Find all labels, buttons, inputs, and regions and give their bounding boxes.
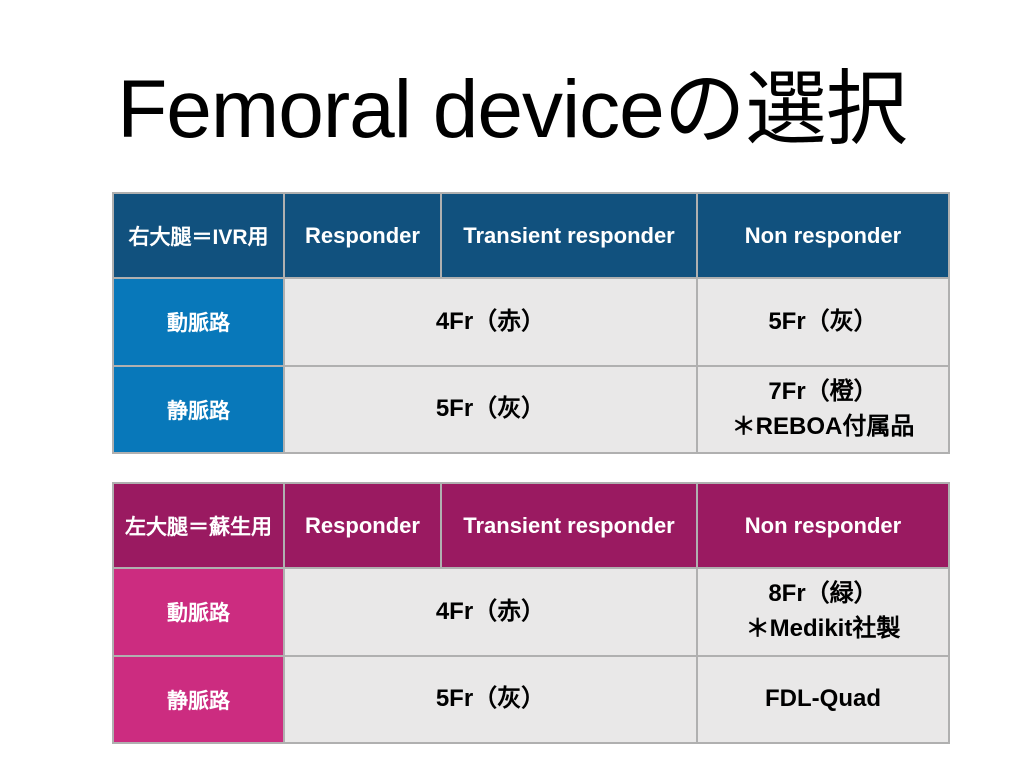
table-row-arterial: 動脈路 4Fr（赤） 8Fr（緑） ＊Medikit社製 (112, 567, 950, 657)
header-cell-category: 右大腿＝IVR用 (112, 192, 285, 279)
table-header-row: 左大腿＝蘇生用 Responder Transient responder No… (112, 482, 950, 569)
table-row-venous: 静脈路 5Fr（灰） FDL-Quad (112, 655, 950, 744)
cell-arterial-responder-merged: 4Fr（赤） (283, 567, 698, 657)
header-cell-non-responder: Non responder (696, 192, 950, 279)
header-cell-transient-responder: Transient responder (440, 482, 698, 569)
cell-venous-responder-merged: 5Fr（灰） (283, 365, 698, 454)
cell-venous-responder-merged: 5Fr（灰） (283, 655, 698, 744)
header-cell-transient-responder: Transient responder (440, 192, 698, 279)
cell-arterial-non-responder: 8Fr（緑） ＊Medikit社製 (696, 567, 950, 657)
table-header-row: 右大腿＝IVR用 Responder Transient responder N… (112, 192, 950, 279)
table-row-arterial: 動脈路 4Fr（赤） 5Fr（灰） (112, 277, 950, 367)
slide-title: Femoral deviceの選択 (117, 64, 908, 155)
header-cell-non-responder: Non responder (696, 482, 950, 569)
header-cell-responder: Responder (283, 482, 442, 569)
row-label-arterial: 動脈路 (112, 277, 285, 367)
row-label-venous: 静脈路 (112, 655, 285, 744)
table-left-femoral-resuscitation: 左大腿＝蘇生用 Responder Transient responder No… (112, 482, 950, 744)
cell-arterial-responder-merged: 4Fr（赤） (283, 277, 698, 367)
header-cell-category: 左大腿＝蘇生用 (112, 482, 285, 569)
table-right-femoral-ivr: 右大腿＝IVR用 Responder Transient responder N… (112, 192, 950, 454)
cell-venous-non-responder: FDL-Quad (696, 655, 950, 744)
row-label-arterial: 動脈路 (112, 567, 285, 657)
cell-venous-non-responder: 7Fr（橙） ＊REBOA付属品 (696, 365, 950, 454)
header-cell-responder: Responder (283, 192, 442, 279)
row-label-venous: 静脈路 (112, 365, 285, 454)
table-row-venous: 静脈路 5Fr（灰） 7Fr（橙） ＊REBOA付属品 (112, 365, 950, 454)
cell-arterial-non-responder: 5Fr（灰） (696, 277, 950, 367)
